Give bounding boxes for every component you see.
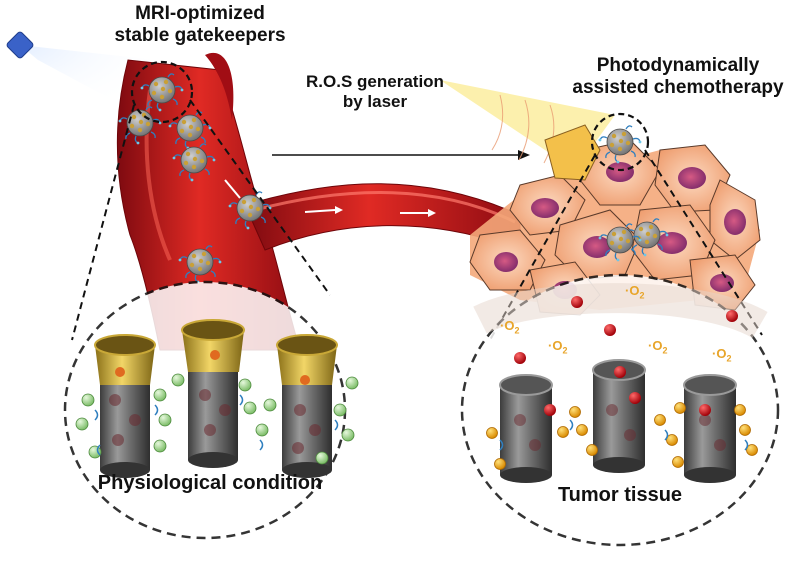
physiological-label: Physiological condition: [97, 472, 323, 494]
ros-label: R.O.S generation by laser: [290, 72, 460, 111]
flow-arrow-1: [304, 209, 336, 213]
singlet-oxygen-label: ·O2: [500, 318, 520, 336]
nanochannel-icon: [276, 334, 338, 478]
ros-label-line2: by laser: [342, 91, 408, 111]
pdt-label: Photodynamically assisted chemotherapy: [560, 55, 796, 99]
pdt-label-line2: assisted chemotherapy: [572, 76, 784, 98]
pdt-label-line1: Photodynamically: [596, 55, 760, 76]
zoom-circle-small-right: [590, 112, 650, 172]
blood-vessel: [116, 52, 521, 351]
nanochannel-icon: [683, 374, 737, 483]
tumor-label: Tumor tissue: [557, 484, 683, 506]
nanochannel-icon: [94, 334, 156, 478]
physiological-zoom-panel: [63, 280, 359, 540]
nanochannel-icon: [499, 374, 553, 483]
tumor-zoom-panel: [460, 273, 780, 547]
drug-molecules: [514, 296, 738, 416]
gatekeepers-label-line1: MRI-optimized: [135, 3, 265, 24]
zoom-circle-small-left: [130, 60, 194, 124]
singlet-oxygen-label: ·O2: [648, 338, 668, 356]
ros-label-line1: R.O.S generation: [306, 72, 444, 91]
singlet-oxygen-label: ·O2: [625, 283, 645, 301]
laser-source-icon: [6, 31, 34, 59]
nanochannel-icon: [592, 359, 646, 473]
singlet-oxygen-label: ·O2: [548, 338, 568, 356]
singlet-oxygen-label: ·O2: [712, 346, 732, 364]
gatekeepers-label-line2: stable gatekeepers: [114, 24, 286, 46]
nanochannel-icon: [181, 319, 245, 468]
gatekeepers-label: MRI-optimized stable gatekeepers: [85, 3, 315, 47]
